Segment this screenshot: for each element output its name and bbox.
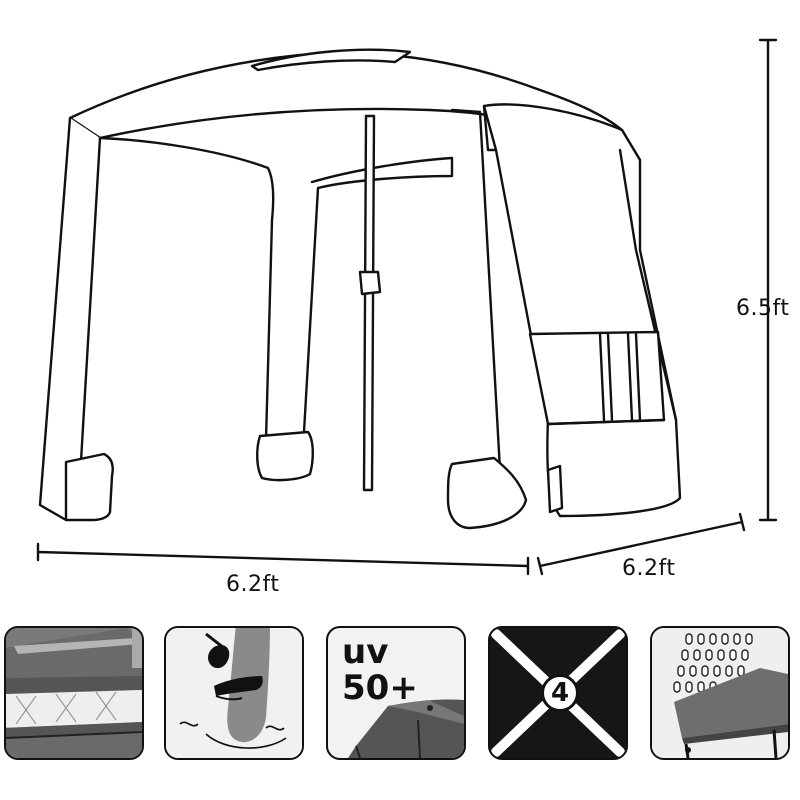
tent-leg-back-right xyxy=(302,156,454,434)
width-dimension-line xyxy=(36,542,530,576)
canopy-roof-icon xyxy=(348,699,464,758)
leg-foot-left xyxy=(64,452,114,522)
uv-label: uv xyxy=(342,632,389,672)
tent-leg-back-left xyxy=(98,136,275,442)
tent-canopy xyxy=(68,51,642,162)
panel-bottom-seam xyxy=(546,418,666,426)
side-panel-fold xyxy=(482,104,498,152)
feature-tile-sand-pocket xyxy=(164,626,304,760)
window-strip-1 xyxy=(598,332,642,422)
corner-count-badge: 4 xyxy=(541,674,579,712)
side-panel-edge xyxy=(618,148,678,422)
feature-tile-vent-mesh xyxy=(650,626,790,760)
depth-label: 6.2ft xyxy=(622,556,676,581)
reflective-strip-icon xyxy=(6,628,142,758)
width-label: 6.2ft xyxy=(226,572,280,597)
height-label: 6.5ft xyxy=(736,296,790,321)
side-window xyxy=(528,330,666,426)
tent-leg-front-right xyxy=(450,108,502,478)
height-dimension-line xyxy=(758,38,778,522)
tent-drawing xyxy=(36,38,778,576)
leg-foot-front-right xyxy=(446,456,528,530)
leg-foot-back-left xyxy=(256,430,314,482)
feature-tile-four-corners: 4 xyxy=(488,626,628,760)
vent-mesh-icon xyxy=(652,628,788,758)
feature-tile-uv-protection: uv 50+ xyxy=(326,626,466,760)
uv-rating: 50+ xyxy=(342,668,418,708)
depth-dimension-line xyxy=(536,512,746,576)
pole-clip xyxy=(358,270,382,296)
leg-foot-side xyxy=(546,464,564,514)
canopy-vent xyxy=(250,48,412,72)
feature-tile-reflective-strip xyxy=(4,626,144,760)
shovel-sand-icon xyxy=(166,628,302,758)
center-pole xyxy=(362,114,376,492)
